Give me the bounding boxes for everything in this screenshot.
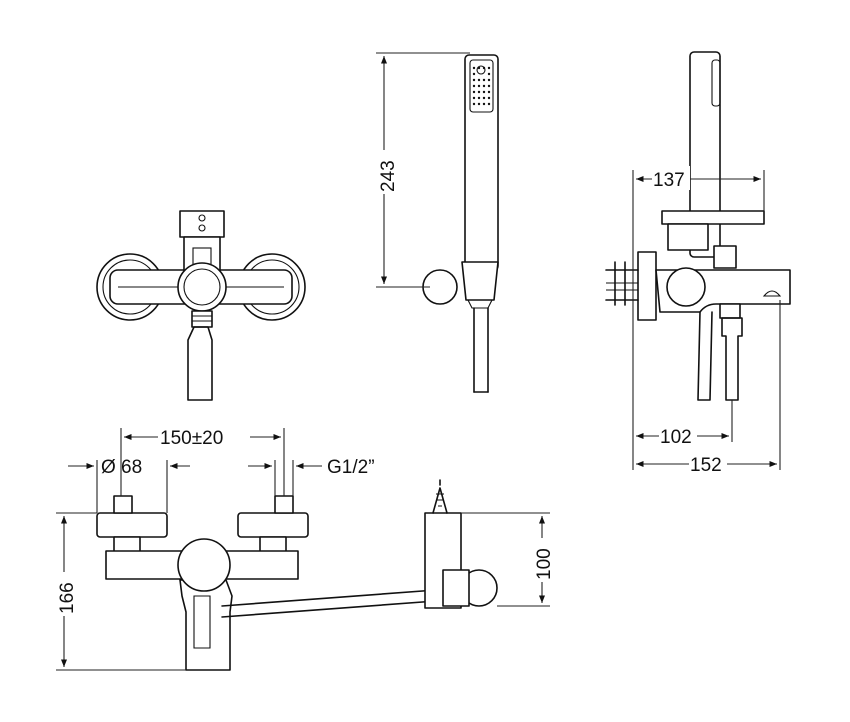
dim-centers: 150±20 (120, 424, 285, 496)
side-handshower (689, 51, 721, 258)
label-152: 152 (690, 455, 722, 476)
dim-wall-to-outlet: 102 (636, 400, 733, 448)
plan-cartridge (177, 538, 231, 592)
handshower-view (422, 54, 499, 393)
plan-spout (179, 579, 233, 671)
hose-connector (191, 310, 213, 328)
label-243: 243 (378, 160, 399, 192)
dim-thread: G1/2” (248, 457, 375, 496)
handshower-holder (461, 261, 499, 301)
label-diameter: Ø 68 (101, 457, 142, 478)
spray-face (472, 66, 491, 106)
dim-total-height: 166 (52, 512, 186, 671)
label-102: 102 (660, 427, 692, 448)
hose (187, 326, 213, 401)
label-166: 166 (57, 582, 78, 614)
plan-hose (221, 589, 437, 618)
label-thread: G1/2” (327, 457, 375, 478)
label-100: 100 (534, 548, 555, 580)
label-centers: 150±20 (160, 428, 223, 449)
front-view (96, 210, 306, 401)
top-view (96, 479, 498, 671)
plan-left-rosette (96, 512, 168, 538)
mixer-cartridge (177, 262, 227, 312)
plan-right-rosette (237, 512, 309, 538)
dim-holder-height: 100 (461, 512, 555, 607)
dim-total-depth: 152 (636, 300, 781, 476)
side-handle-lever (661, 210, 765, 225)
side-diverter (713, 245, 737, 269)
side-view (605, 51, 791, 401)
dim-handshower-height: 243 (372, 52, 470, 288)
dim-wall-to-handle: 137 (632, 166, 765, 470)
dim-rosette-diameter: Ø 68 (68, 457, 190, 513)
side-hose (721, 317, 743, 401)
wall-plate (637, 251, 657, 321)
label-137: 137 (653, 170, 685, 191)
